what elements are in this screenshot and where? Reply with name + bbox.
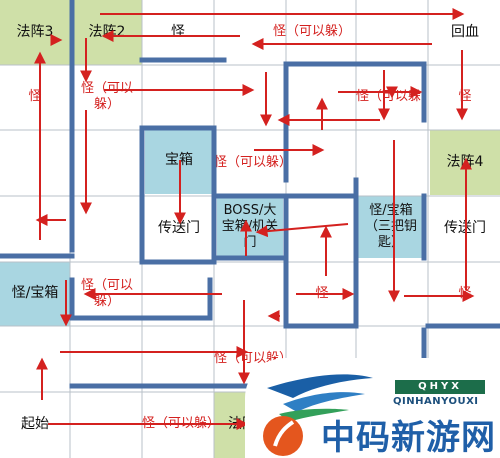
cell-monster-treasure: 怪/宝箱 xyxy=(0,262,70,326)
cell-label: 法阵3 xyxy=(16,23,54,40)
cell-monster-dodgeable: 怪（可以躲） xyxy=(72,72,142,122)
cell-start: 起始 xyxy=(0,392,70,458)
cell-monster-dodgeable: 怪（可以躲） xyxy=(214,138,293,188)
watermark: QHYX QINHANYOUXI 中码新游网 xyxy=(245,358,500,458)
cell-label: 回血 xyxy=(451,23,479,40)
cell-label: 传送门 xyxy=(158,220,200,237)
cell-monster-treasure-keys: 怪/宝箱（三把钥匙） xyxy=(358,196,424,258)
cell-label: 怪/宝箱 xyxy=(11,285,59,302)
site-name: 中码新游网 xyxy=(321,418,496,458)
brand-badge: QHYX xyxy=(395,380,485,394)
cell-label: 怪 xyxy=(28,89,42,105)
brand-pinyin: QINHANYOUXI xyxy=(393,396,479,407)
cell-label: 起始 xyxy=(21,416,49,433)
cell-monster-dodgeable: 怪（可以躲） xyxy=(270,12,354,52)
cell-label: 怪（可以躲） xyxy=(80,80,133,112)
cell-monster: 怪 xyxy=(0,65,70,130)
ship-logo-icon xyxy=(263,374,373,456)
cell-label: 怪（可以躲） xyxy=(214,154,293,170)
cell-heal: 回血 xyxy=(430,0,500,65)
cell-label: 怪（可以躲） xyxy=(272,23,351,39)
cell-portal: 传送门 xyxy=(145,196,213,262)
cell-label: 怪/宝箱（三把钥匙） xyxy=(364,202,417,251)
